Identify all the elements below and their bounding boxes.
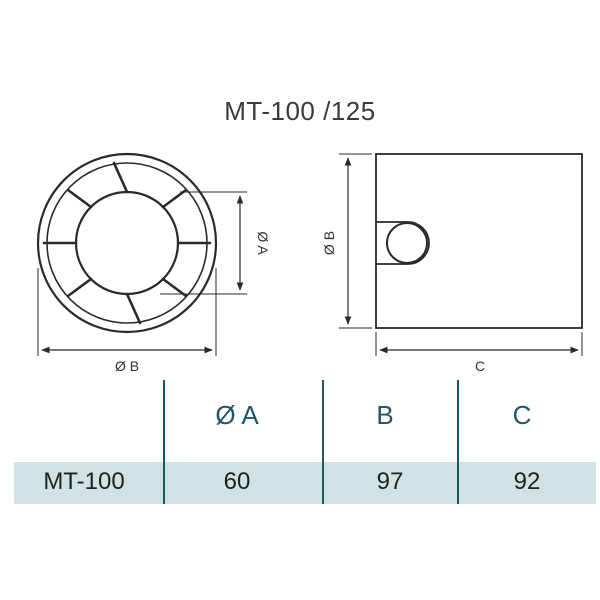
table-header-a: Ø A bbox=[172, 400, 302, 431]
table-divider-1 bbox=[163, 380, 165, 504]
dimensions-table: Ø A B C MT-100 60 97 92 bbox=[0, 380, 600, 510]
table-divider-3 bbox=[457, 380, 459, 504]
side-body bbox=[376, 154, 582, 328]
side-view bbox=[339, 154, 582, 356]
front-view bbox=[38, 154, 247, 356]
side-dim-b-label: Ø B bbox=[321, 231, 337, 255]
side-stub-circle bbox=[387, 223, 427, 263]
table-header-c: C bbox=[457, 400, 587, 431]
table-divider-2 bbox=[322, 380, 324, 504]
side-dim-c-label: C bbox=[475, 358, 485, 374]
front-dim-a-label: Ø A bbox=[255, 231, 271, 255]
front-dim-b-label: Ø B bbox=[115, 358, 139, 374]
table-row-model: MT-100 bbox=[14, 468, 154, 496]
table-header-b: B bbox=[320, 400, 450, 431]
table-cell-b: 97 bbox=[325, 468, 455, 496]
table-cell-a: 60 bbox=[172, 468, 302, 496]
technical-drawing: Ø A Ø B Ø B C bbox=[0, 0, 600, 380]
table-cell-c: 92 bbox=[462, 468, 592, 496]
